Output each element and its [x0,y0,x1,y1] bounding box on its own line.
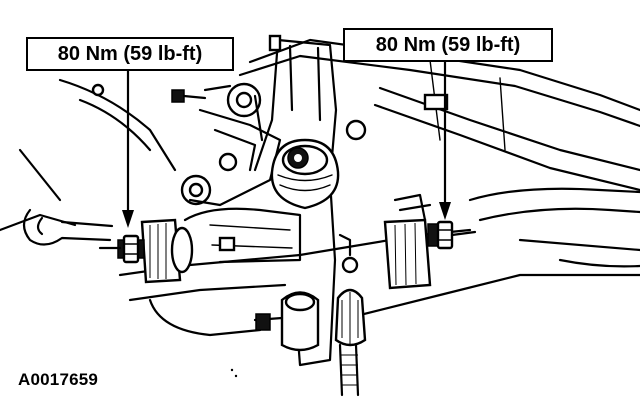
left-nut [122,234,140,264]
left-bushing [98,218,194,284]
figure-id-label: A0017659 [18,370,99,389]
torque-callout-right: 80 Nm (59 lb-ft) [343,28,553,62]
steering-knuckle [180,38,367,367]
tie-rod [338,343,360,397]
leader-arrow-left [122,69,134,228]
torque-callout-left: 80 Nm (59 lb-ft) [26,37,234,71]
center-bushing [253,288,367,352]
sway-bar-left [22,208,114,246]
hardware-bolts [91,34,449,257]
lower-control-arm [118,207,640,337]
dot-marks [230,368,238,378]
leader-arrow-right [439,60,451,220]
ball-joint [270,138,340,210]
right-nut [436,220,477,250]
